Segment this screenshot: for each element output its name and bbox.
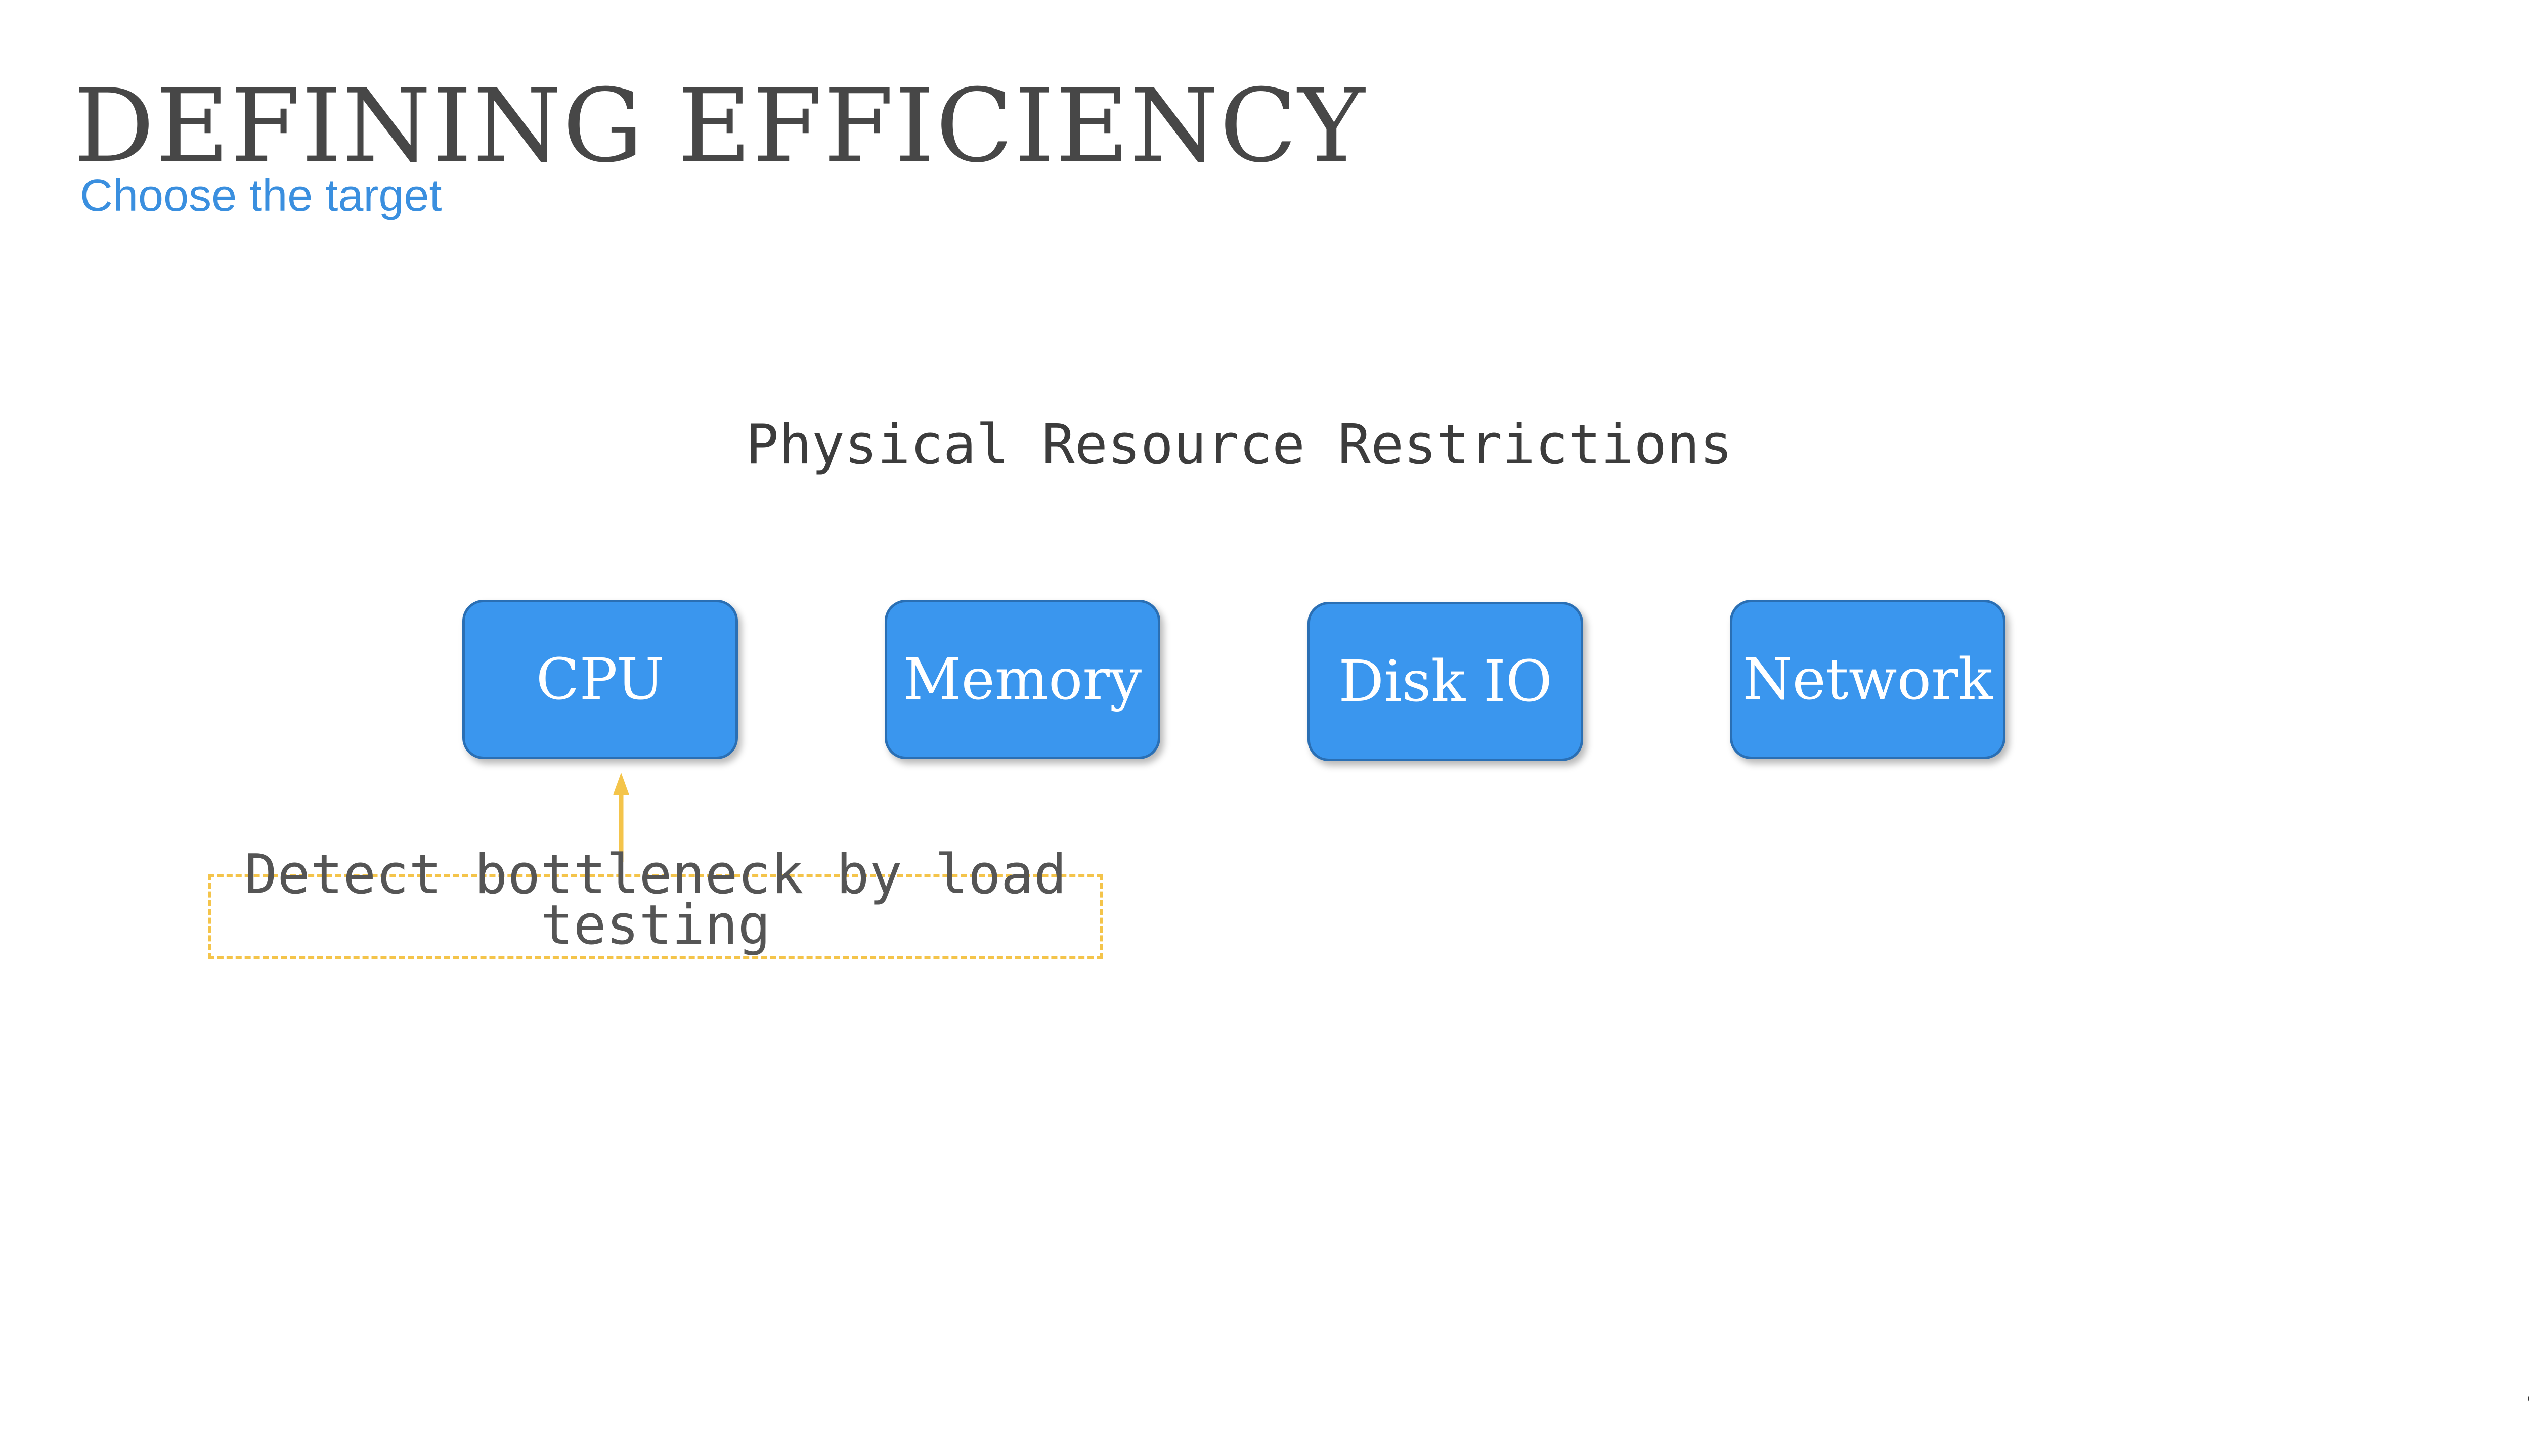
page-number: 9 — [2527, 1390, 2529, 1416]
resource-box-cpu: CPU — [462, 600, 738, 759]
resource-box-memory: Memory — [885, 600, 1160, 759]
annotation-text: Detect bottleneck by load testing — [244, 843, 1067, 957]
resource-label: CPU — [536, 646, 665, 713]
diagram-heading: Physical Resource Restrictions — [746, 413, 1733, 476]
slide-subtitle: Choose the target — [80, 170, 442, 221]
resource-label: Network — [1742, 646, 1993, 713]
resource-label: Memory — [903, 646, 1142, 713]
resource-label: Disk IO — [1338, 648, 1552, 715]
slide-title: DEFINING EFFICIENCY — [73, 67, 1366, 185]
resource-box-disk-io: Disk IO — [1307, 602, 1583, 761]
annotation-dashed-box — [208, 874, 1103, 959]
resource-box-network: Network — [1730, 600, 2005, 759]
